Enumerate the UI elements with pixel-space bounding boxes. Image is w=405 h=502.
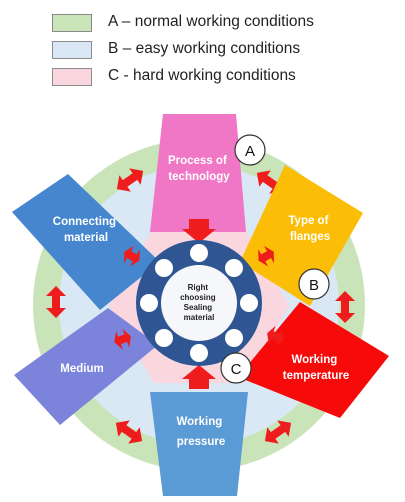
factor-temperature-shape <box>238 302 389 418</box>
legend-label-c: C - hard working conditions <box>108 67 296 84</box>
marker-a: A <box>234 134 266 166</box>
svg-text:B: B <box>309 277 319 294</box>
legend-swatch-c <box>52 68 92 86</box>
factor-connecting-label: Connecting material <box>53 216 119 244</box>
legend: A – normal working conditions B – easy w… <box>0 0 405 95</box>
arrow-in-icon <box>182 365 216 389</box>
svg-text:C: C <box>231 361 242 378</box>
factor-process-label: Process of technology <box>168 155 230 183</box>
factor-flanges-label: Type of flanges <box>288 215 331 243</box>
factor-medium-label: Medium <box>60 363 103 375</box>
marker-c: C <box>220 352 252 384</box>
svg-text:A: A <box>245 143 255 160</box>
factor-connecting-shape <box>12 174 160 310</box>
center-hub <box>136 240 262 366</box>
legend-label-b: B – easy working conditions <box>108 40 301 57</box>
legend-swatch-a <box>52 14 92 32</box>
marker-b: B <box>298 268 330 300</box>
factor-pressure-shape <box>150 392 248 496</box>
factor-flanges-shape <box>240 165 363 306</box>
factor-pressure-label: Working pressure <box>177 416 226 448</box>
legend-label-a: A – normal working conditions <box>108 13 314 30</box>
legend-swatch-b <box>52 41 92 59</box>
center-label: Right choosing Sealing material <box>180 283 218 322</box>
factor-process-shape <box>150 114 246 232</box>
arrow-in-icon <box>182 219 216 243</box>
factor-temperature-label: Working temperature <box>283 354 349 382</box>
